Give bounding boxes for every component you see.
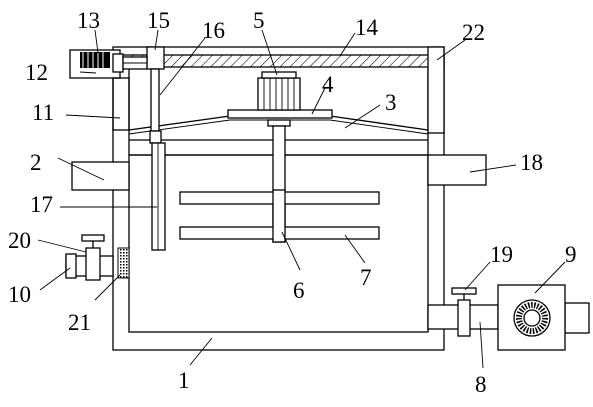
mixing-blades: [179, 189, 380, 243]
left-valve: [65, 234, 130, 281]
left-inlet: [71, 161, 130, 191]
right-post: [427, 46, 445, 134]
label-18: 18: [520, 150, 543, 175]
label-21: 21: [68, 310, 91, 335]
label-8: 8: [475, 372, 487, 397]
label-17: 17: [30, 192, 53, 217]
label-12: 12: [25, 60, 48, 85]
label-11: 11: [32, 100, 54, 125]
drive-motor: [69, 49, 148, 79]
label-1: 1: [178, 368, 190, 393]
label-15: 15: [147, 8, 170, 33]
pump: [497, 284, 590, 351]
label-7: 7: [360, 265, 372, 290]
motor-assembly: [227, 71, 333, 119]
label-9: 9: [565, 242, 577, 267]
label-20: 20: [8, 228, 31, 253]
drain-pipe: [427, 287, 499, 337]
label-14: 14: [355, 15, 379, 40]
left-bracket: [112, 77, 130, 131]
label-19: 19: [490, 242, 513, 267]
lift-rod: [146, 46, 166, 251]
label-13: 13: [77, 8, 100, 33]
label-4: 4: [322, 72, 334, 97]
label-16: 16: [202, 18, 225, 43]
leader-lines: [37, 29, 566, 369]
label-3: 3: [385, 90, 397, 115]
right-outlet: [427, 154, 487, 186]
label-6: 6: [293, 278, 305, 303]
label-22: 22: [462, 20, 485, 45]
label-10: 10: [8, 282, 31, 307]
label-2: 2: [30, 150, 42, 175]
part-labels: 1 2 3 4 5 6 7 8 9 10 11 12 13 14 15 16 1…: [8, 8, 577, 397]
label-5: 5: [253, 8, 265, 33]
